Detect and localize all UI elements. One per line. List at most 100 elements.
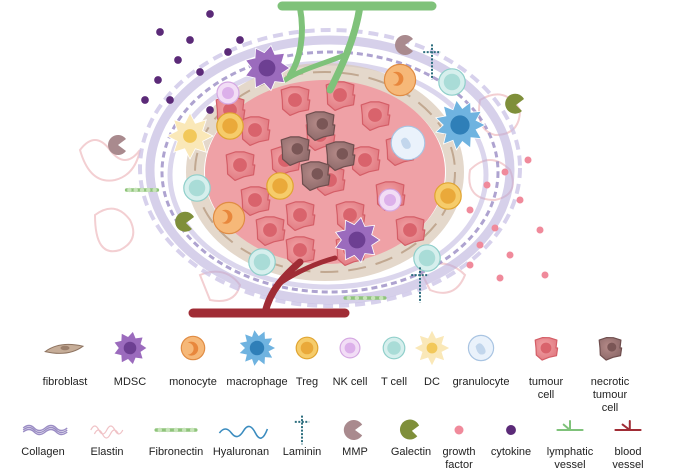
- scene-cytokine: [166, 96, 174, 104]
- tumour-cell: [285, 201, 316, 231]
- legend-mmp-label: MMP: [342, 446, 368, 458]
- legend-mmp-icon: [343, 420, 363, 441]
- scene-treg: [434, 182, 462, 210]
- scene-growth-factor: [541, 271, 549, 279]
- legend-lymphatic-vessel-icon: [556, 420, 584, 431]
- legend-blood-vessel-label: blood vessel: [612, 446, 644, 471]
- necrotic-tumour-cell: [300, 161, 331, 191]
- legend-collagen-icon: [22, 424, 68, 436]
- legend-dc-icon: [413, 329, 451, 367]
- scene-growth-factor: [476, 241, 484, 249]
- scene-macrophage: [434, 99, 487, 151]
- scene-cytokine: [154, 76, 162, 84]
- legend-fibroblast-label: fibroblast: [42, 376, 88, 388]
- legend-monocyte-icon: [180, 335, 206, 361]
- tumour-cell: [360, 101, 391, 131]
- collagen-ring: [138, 28, 522, 308]
- legend-elastin-icon: [90, 425, 124, 439]
- legend-cytokine-label: cytokine: [490, 446, 532, 458]
- necrotic-tumour-cell: [325, 141, 356, 171]
- scene-t-cell: [438, 68, 466, 96]
- scene-galectin: [175, 211, 194, 232]
- scene-dc: [166, 112, 214, 160]
- scene-growth-factor: [536, 226, 544, 234]
- legend-fibroblast-icon: [44, 343, 85, 354]
- legend-laminin-label: Laminin: [282, 446, 322, 458]
- tumour-cell: [285, 236, 316, 266]
- legend-monocyte-label: monocyte: [169, 376, 217, 388]
- scene-treg: [266, 172, 294, 200]
- scene-mmp: [108, 134, 126, 155]
- legend-growth-factor-label: growth factor: [442, 446, 476, 471]
- legend-nk-cell-label: NK cell: [332, 376, 368, 388]
- scene-mdsc: [244, 44, 291, 92]
- legend-granulocyte-icon: [467, 334, 495, 362]
- tumour-cell: [240, 116, 271, 146]
- legend-mdsc-label: MDSC: [113, 376, 147, 388]
- legend-necrotic-tumour-cell-label: necrotic tumour cell: [590, 376, 630, 414]
- scene-growth-factor: [506, 251, 514, 259]
- scene-fibronectin: [124, 187, 160, 193]
- scene-cytokine: [206, 106, 214, 114]
- scene-growth-factor: [491, 224, 499, 232]
- legend-collagen-label: Collagen: [21, 446, 65, 458]
- necrotic-tumour-cell: [280, 136, 311, 166]
- legend-treg-label: Treg: [295, 376, 319, 388]
- scene-growth-factor: [466, 261, 474, 269]
- scene-monocyte: [212, 201, 246, 235]
- scene-nk-cell: [378, 188, 402, 212]
- legend-lymphatic-vessel-label: lymphatic vessel: [546, 446, 594, 471]
- legend-row-matrix: [22, 415, 642, 445]
- scene-cytokine: [186, 36, 194, 44]
- scene-granulocyte: [390, 125, 426, 161]
- necrotic-tumour-cells: [280, 111, 356, 191]
- legend-t-cell-icon: [382, 336, 406, 360]
- necrotic-tumour-cell: [305, 111, 336, 141]
- legend-macrophage-label: macrophage: [226, 376, 288, 388]
- legend-fibronectin-icon: [154, 427, 198, 433]
- scene-laminin: [423, 44, 441, 80]
- tumour-cell: [255, 216, 286, 246]
- legend-t-cell-label: T cell: [380, 376, 408, 388]
- scene-cytokine: [156, 28, 164, 36]
- legend-mdsc-icon: [113, 330, 148, 366]
- tumour-cell: [395, 216, 426, 246]
- scene-fibronectin: [343, 295, 387, 301]
- scene-cytokine: [206, 10, 214, 18]
- scene-mdsc: [334, 216, 381, 264]
- legend-blood-vessel-icon: [614, 420, 642, 431]
- scene-growth-factor: [466, 206, 474, 214]
- tumour-cell: [225, 151, 256, 181]
- fibroblast-ring: [186, 63, 464, 281]
- legend-fibronectin-label: Fibronectin: [148, 446, 204, 458]
- scene-growth-factor: [516, 196, 524, 204]
- scene-laminin: [411, 267, 429, 303]
- legend-nk-cell-icon: [339, 337, 361, 359]
- legend-galectin-label: Galectin: [390, 446, 432, 458]
- scene-t-cell: [413, 244, 441, 272]
- scene-cytokine: [196, 68, 204, 76]
- legend-cytokine-icon: [506, 425, 516, 435]
- legend-macrophage-icon: [238, 328, 277, 368]
- scene-galectin: [505, 93, 524, 114]
- scene-growth-factor: [496, 274, 504, 282]
- scene-growth-factor: [483, 181, 491, 189]
- legend-galectin-icon: [399, 419, 420, 440]
- legend-tumour-cell-icon: [534, 337, 559, 361]
- legend-growth-factor-icon: [454, 425, 464, 435]
- legend-row-cells: [44, 328, 623, 368]
- scene-molecules: [141, 10, 549, 282]
- scene-monocyte: [383, 63, 417, 97]
- legend-hyaluronan-label: Hyaluronan: [212, 446, 270, 458]
- legend-necrotic-tumour-cell-icon: [598, 337, 623, 361]
- scene-growth-factor: [524, 156, 532, 164]
- legend-laminin-icon: [294, 415, 310, 445]
- tumour-cell: [280, 86, 311, 116]
- blood-vessel: [188, 255, 350, 318]
- scene-growth-factor: [501, 168, 509, 176]
- scene-cytokine: [141, 96, 149, 104]
- scene-cytokine: [174, 56, 182, 64]
- scene-cytokine: [236, 36, 244, 44]
- scene-cells: [108, 35, 524, 303]
